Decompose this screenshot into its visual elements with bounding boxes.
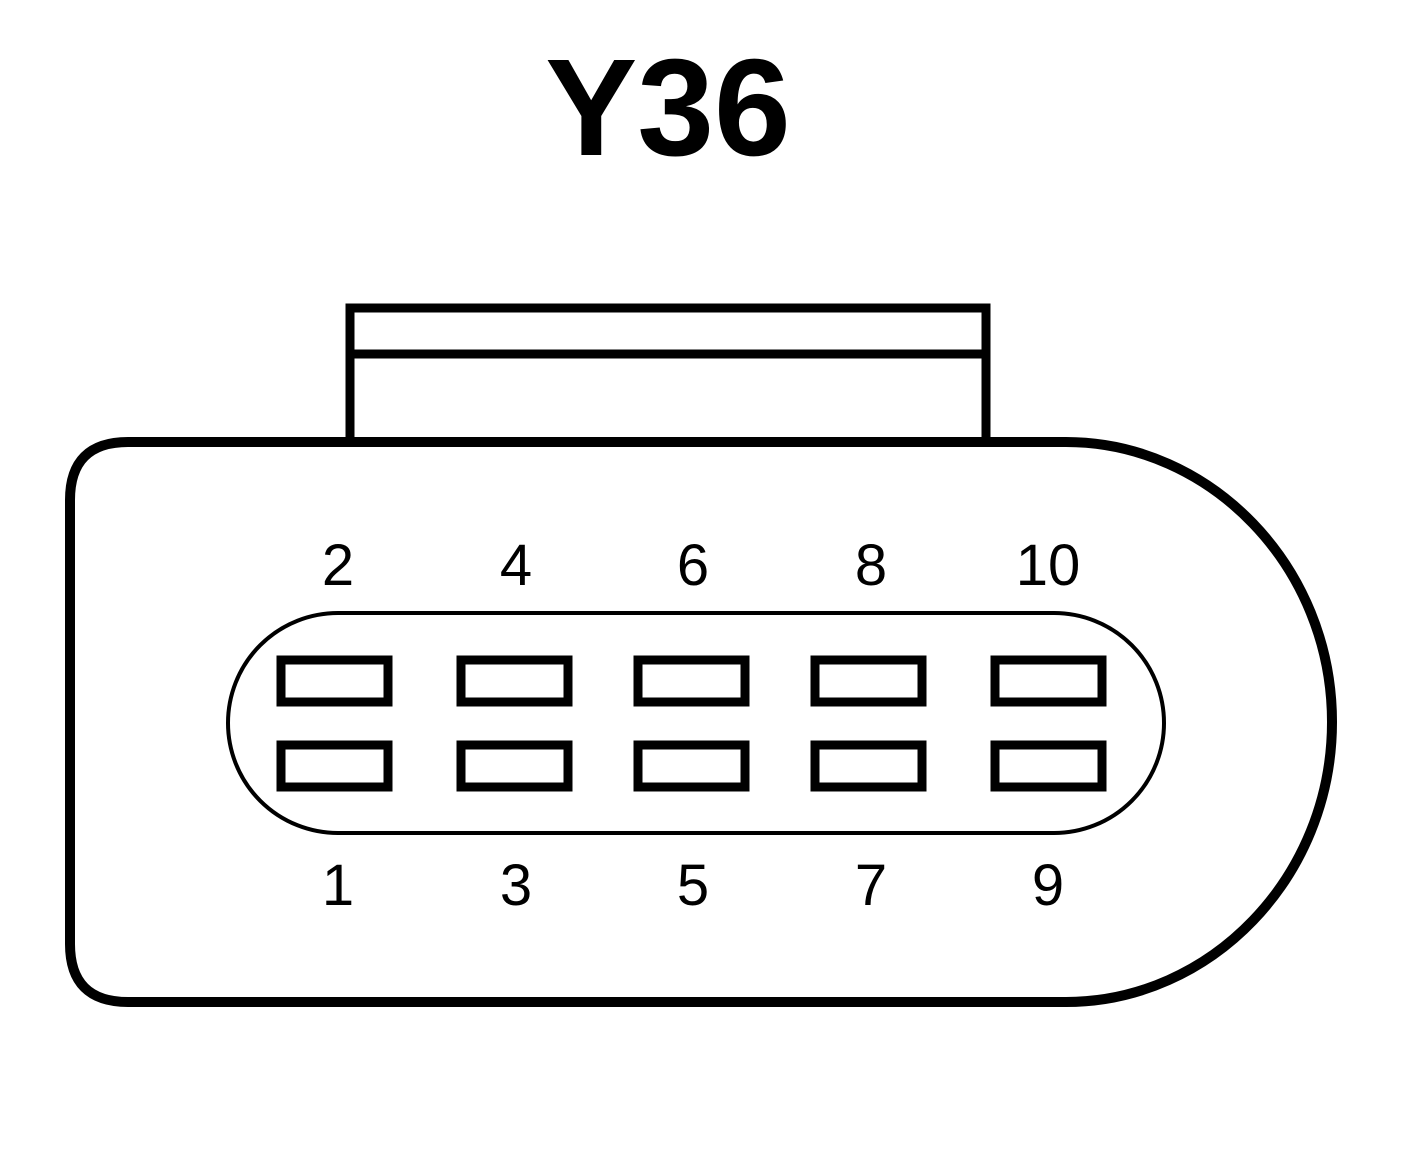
pin-slot-6 [633,655,750,707]
pin-labels-bottom: 1 3 5 7 9 [322,853,1064,918]
connector-title: Y36 [545,31,791,185]
terminals-bottom-row [276,740,1107,792]
pin-slot-10 [990,655,1107,707]
pin-slot-8 [810,655,927,707]
connector-housing [65,437,1338,1007]
pin-label: 5 [677,853,709,918]
pin-label: 9 [1032,853,1064,918]
pin-slot-3 [456,740,573,792]
pin-label: 6 [677,533,709,598]
pin-label: 3 [500,853,532,918]
pin-label: 10 [1016,533,1081,598]
pin-slot-9 [990,740,1107,792]
pin-label: 2 [322,533,354,598]
pin-slot-7 [810,740,927,792]
pin-label: 8 [855,533,887,598]
pin-labels-top: 2 4 6 8 10 [322,533,1080,598]
connector-latch [345,303,991,440]
pin-label: 7 [855,853,887,918]
pin-label: 4 [500,533,532,598]
pin-slot-1 [276,740,393,792]
terminal-cavity [226,611,1166,835]
pin-slot-4 [456,655,573,707]
terminals-top-row [276,655,1107,707]
pin-slot-5 [633,740,750,792]
pin-slot-2 [276,655,393,707]
pin-label: 1 [322,853,354,918]
